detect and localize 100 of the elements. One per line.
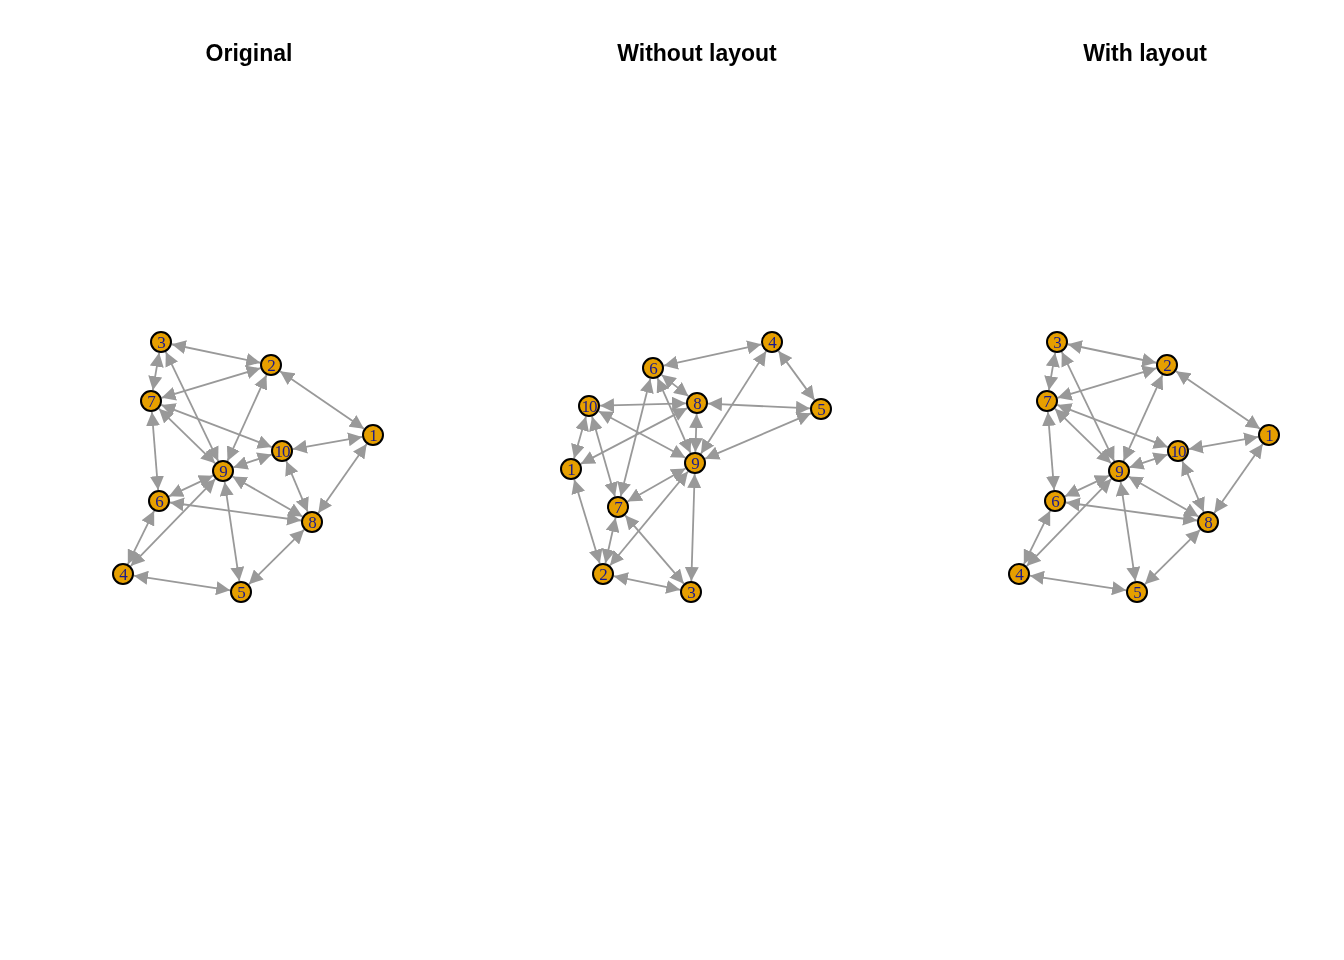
arrow — [170, 340, 262, 367]
arrow — [571, 478, 603, 565]
arrow — [662, 340, 763, 370]
vertex-label: 1 — [567, 460, 575, 478]
vertex-label: 7 — [1043, 392, 1051, 410]
vertex-label: 7 — [614, 498, 622, 516]
graph-vertex — [1036, 390, 1058, 412]
vertex-label: 8 — [308, 513, 316, 531]
arrow — [609, 470, 689, 567]
arrow — [232, 452, 273, 470]
arrow — [1042, 411, 1060, 491]
arrow — [579, 407, 689, 465]
graph-vertex — [607, 496, 629, 518]
panel-title: With layout — [1083, 40, 1207, 67]
graph-vertex — [1197, 511, 1219, 533]
arrow — [660, 373, 690, 398]
vertex-label: 3 — [157, 333, 165, 351]
graph-vertex — [810, 398, 832, 420]
arrow — [597, 410, 687, 459]
arrow — [1060, 351, 1116, 462]
vertex-label: 4 — [119, 565, 127, 583]
vertex-label: 6 — [155, 492, 163, 510]
graph-vertex — [140, 390, 162, 412]
arrow — [1056, 365, 1158, 401]
graph-vertex — [148, 490, 170, 512]
arrow — [247, 528, 306, 586]
graph-vertex — [592, 563, 614, 585]
graph-vertex — [112, 563, 134, 585]
vertex-label: 9 — [1115, 462, 1123, 480]
graph-vertex — [761, 331, 783, 353]
graph-vertex — [1044, 490, 1066, 512]
arrow — [169, 497, 302, 526]
arrow — [704, 412, 812, 460]
arrow — [164, 351, 220, 462]
vertex-label: 1 — [369, 426, 377, 444]
arrow — [1056, 403, 1169, 449]
arrow — [1127, 475, 1200, 518]
arrow — [1025, 478, 1113, 567]
arrow — [1122, 374, 1164, 462]
graph-vertex — [560, 458, 582, 480]
arrow — [700, 350, 767, 455]
arrow — [168, 474, 214, 498]
graph-vertex — [686, 392, 708, 414]
graph-vertex — [1258, 424, 1280, 446]
arrow — [1115, 481, 1141, 582]
arrow — [158, 407, 216, 465]
graph-vertex — [1108, 460, 1130, 482]
vertex-label: 5 — [817, 400, 825, 418]
graph-vertex — [212, 460, 234, 482]
arrow — [777, 350, 816, 401]
arrow — [279, 370, 365, 430]
vertex-label: 2 — [599, 565, 607, 583]
graph-vertex — [150, 331, 172, 353]
arrow — [1044, 351, 1060, 392]
arrow — [707, 397, 811, 415]
graph-vertex — [684, 452, 706, 474]
arrow — [148, 351, 164, 392]
arrow — [1066, 340, 1158, 367]
graph-vertex — [1008, 563, 1030, 585]
panel-title: Without layout — [617, 40, 777, 67]
arrow — [612, 572, 682, 594]
vertex-label: 6 — [1051, 492, 1059, 510]
arrow — [160, 403, 273, 449]
vertex-label: 10 — [274, 442, 290, 460]
arrow — [1181, 460, 1205, 513]
arrow — [132, 570, 232, 596]
graph-vertex — [1126, 581, 1148, 603]
arrow — [601, 516, 620, 565]
arrow — [285, 460, 309, 513]
arrow — [226, 374, 268, 462]
vertex-label: 3 — [1053, 333, 1061, 351]
arrow — [1064, 474, 1110, 498]
arrow — [1054, 407, 1112, 465]
graph-vertex — [1156, 354, 1178, 376]
vertex-label: 4 — [768, 333, 776, 351]
vertex-label: 2 — [267, 356, 275, 374]
graph-vertex — [260, 354, 282, 376]
arrow — [1213, 443, 1264, 514]
panel-title: Original — [205, 40, 293, 67]
arrow — [129, 478, 217, 567]
graph-vertex — [642, 357, 664, 379]
arrow — [656, 377, 692, 454]
arrow — [291, 432, 364, 454]
arrow — [317, 443, 368, 514]
arrow — [626, 467, 687, 503]
arrow — [1175, 370, 1261, 430]
vertex-label: 9 — [691, 454, 699, 472]
vertex-label: 2 — [1163, 356, 1171, 374]
arrow — [1028, 570, 1128, 596]
vertex-label: 10 — [581, 397, 597, 415]
vertex-label: 8 — [693, 394, 701, 412]
arrow — [684, 473, 702, 582]
arrow — [1143, 528, 1202, 586]
arrow — [126, 509, 156, 566]
vertex-label: 7 — [147, 392, 155, 410]
arrow — [146, 411, 164, 491]
arrow — [624, 514, 685, 585]
arrow — [160, 365, 262, 401]
vertex-label: 4 — [1015, 565, 1023, 583]
vertex-label: 6 — [649, 359, 657, 377]
